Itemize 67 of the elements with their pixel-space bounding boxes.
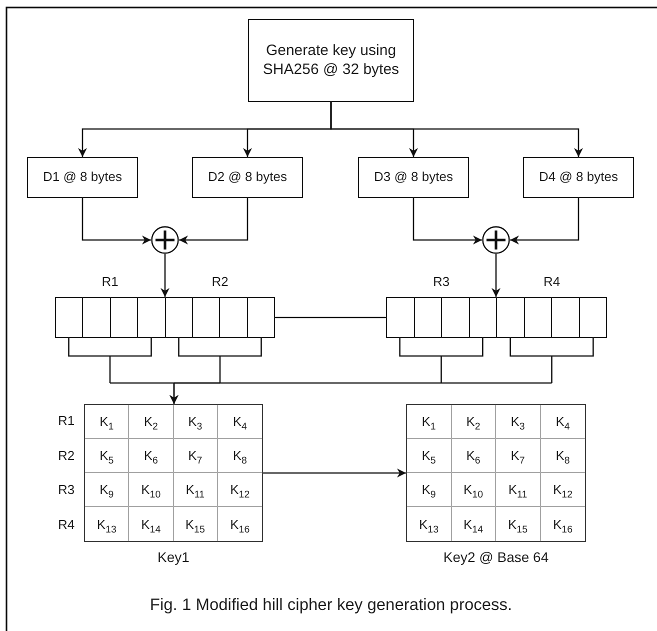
key-entry: K$_{8}$	[218, 439, 262, 473]
connector-line	[275, 316, 386, 318]
box-text: D3 @ 8 bytes	[374, 169, 453, 186]
arrow	[170, 337, 594, 405]
key-entry: K$_{12}$	[218, 473, 262, 507]
key-entry: K$_{7}$	[174, 439, 218, 473]
key-entry: K$_{15}$	[174, 507, 218, 541]
register-label: R4	[543, 274, 560, 289]
key-entry: K$_{12}$	[540, 473, 585, 507]
key-entry: K$_{1}$	[407, 405, 452, 439]
key-entry: K$_{13}$	[407, 507, 452, 541]
arrow	[263, 468, 406, 478]
key-entry: K$_{4}$	[540, 405, 585, 439]
key-entry: K$_{16}$	[552, 516, 574, 537]
matrix-caption: Key1	[158, 549, 190, 565]
key-entry: K$_{5}$	[85, 439, 130, 473]
process-box	[523, 157, 634, 198]
row-label: R2	[58, 448, 75, 463]
key-entry: K$_{6}$	[452, 439, 496, 473]
key-entry: K$_{7}$	[496, 439, 540, 473]
key-entry: K$_{14}$	[452, 507, 496, 541]
matrix-caption: Key2 @ Base 64	[443, 549, 549, 565]
key-entry: K$_{1}$	[85, 405, 130, 439]
register-block	[55, 297, 275, 338]
process-box	[192, 157, 303, 198]
key-entry: K$_{8}$	[540, 439, 585, 473]
key-entry: K$_{11}$	[174, 473, 218, 507]
arrow	[330, 102, 583, 157]
row-label: R1	[58, 413, 75, 428]
key-entry: K$_{9}$	[407, 473, 452, 507]
figure-caption: Fig. 1 Modified hill cipher key generation process.	[150, 596, 512, 615]
key-entry: K$_{3}$	[174, 405, 218, 439]
key-entry: K$_{10}$	[129, 473, 174, 507]
box-text: Generate key using SHA256 @ 32 bytes	[262, 42, 400, 80]
register-label: R1	[102, 274, 118, 289]
key-entry: K$_{14}$	[129, 507, 174, 541]
key-entry: K$_{2}$	[452, 405, 496, 439]
arrow	[492, 254, 500, 297]
register-block	[386, 297, 607, 338]
key-entry: K$_{6}$	[129, 439, 174, 473]
row-label: R3	[58, 482, 75, 498]
arrow	[412, 198, 482, 244]
process-box	[27, 157, 138, 198]
arrow	[160, 254, 170, 297]
arrow	[82, 198, 151, 244]
key-entry: K$_{2}$	[129, 405, 174, 439]
key-entry: K$_{3}$	[496, 405, 540, 439]
key-entry: K$_{4}$	[218, 405, 262, 439]
arrow	[510, 198, 580, 244]
register-label: R2	[212, 274, 228, 289]
box-text: D1 @ 8 bytes	[43, 169, 122, 186]
arrow	[179, 198, 248, 244]
key-entry: K$_{15}$	[496, 507, 540, 541]
key-entry: K$_{11}$	[496, 473, 540, 507]
xor-symbol	[151, 226, 179, 254]
key-entry: K$_{16}$	[229, 516, 251, 537]
process-box	[358, 157, 469, 198]
register-label: R3	[432, 274, 450, 289]
box-text: D4 @ 8 bytes	[539, 169, 618, 186]
key-entry: K$_{10}$	[452, 473, 496, 507]
process-box	[248, 19, 414, 102]
key-entry: K$_{13}$	[85, 507, 130, 541]
key-entry: K$_{5}$	[407, 439, 452, 473]
box-text: D2 @ 8 bytes	[208, 169, 287, 186]
row-label: R4	[58, 516, 75, 532]
xor-symbol	[482, 226, 510, 254]
key-entry: K$_{9}$	[85, 473, 130, 507]
